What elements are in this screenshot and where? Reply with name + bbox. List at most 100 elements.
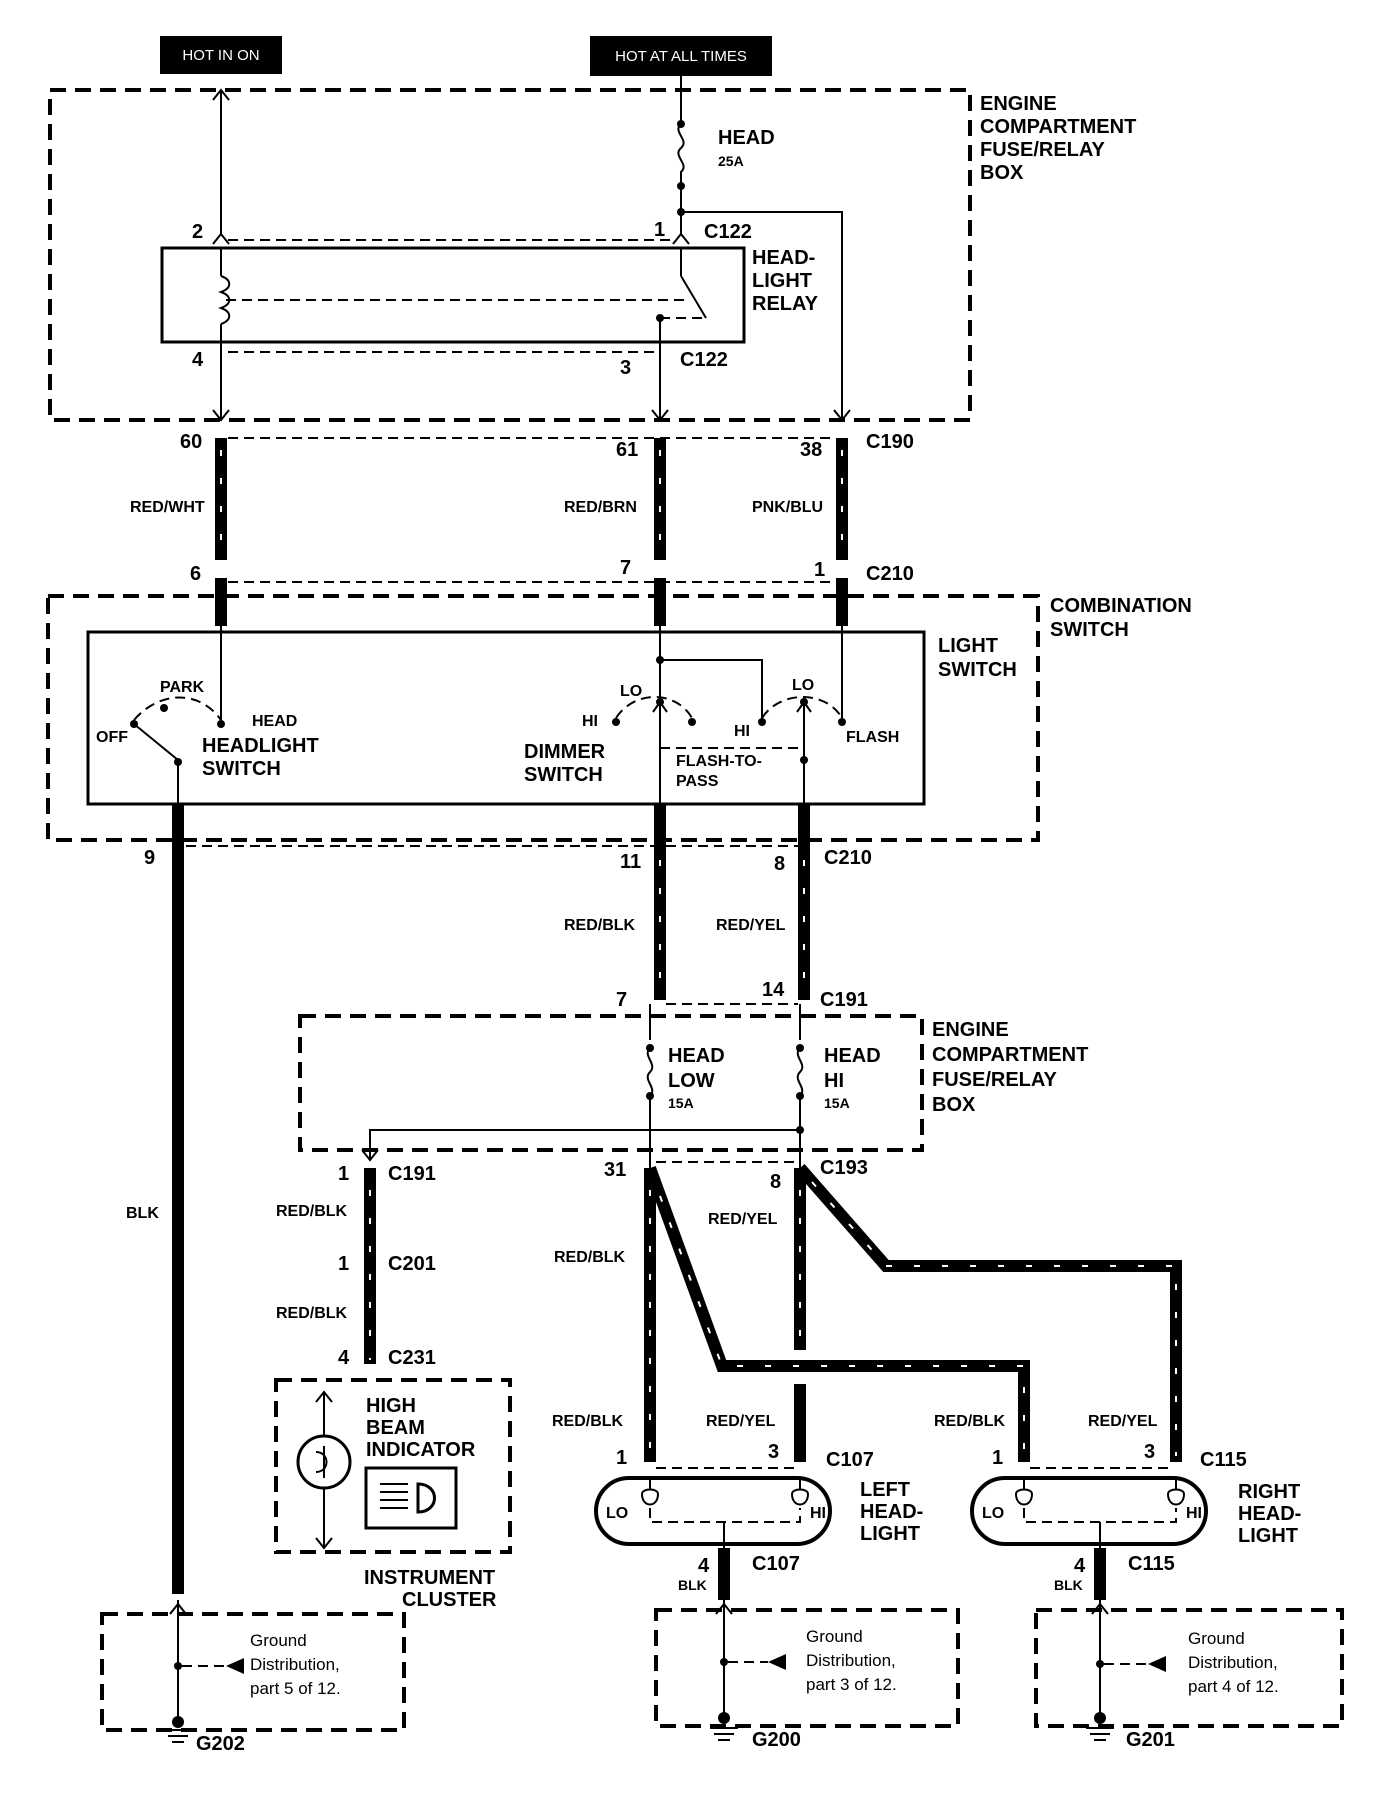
ground-point bbox=[718, 1712, 730, 1724]
left-headlight-title-1: LEFT bbox=[860, 1479, 910, 1501]
c191-top-label: C191 bbox=[820, 989, 868, 1011]
dimmer-hi-contact bbox=[612, 718, 620, 726]
head-contact bbox=[217, 720, 225, 728]
c190-pin-61: 61 bbox=[616, 439, 638, 461]
headlight-switch-title-1: HEADLIGHT bbox=[202, 735, 319, 757]
c190-pin-38: 38 bbox=[800, 439, 822, 461]
fuse-head-low-icon bbox=[646, 1047, 654, 1097]
pin-1-terminal-icon bbox=[672, 232, 690, 245]
flash-arc bbox=[761, 696, 843, 719]
ground-g200-text-1: Ground bbox=[806, 1627, 863, 1646]
c193-pin-8: 8 bbox=[770, 1171, 781, 1193]
dimmer-arc bbox=[615, 696, 693, 719]
wire-label-red-brn: RED/BRN bbox=[564, 499, 637, 516]
ground-g202-text-1: Ground bbox=[250, 1631, 307, 1650]
fuse-dot bbox=[796, 1044, 804, 1052]
fuse-dot bbox=[646, 1044, 654, 1052]
arrow-up-icon bbox=[212, 88, 230, 101]
hot-in-on-tag bbox=[160, 36, 282, 74]
pin-2-terminal-icon bbox=[212, 232, 230, 245]
ground-point bbox=[172, 1716, 184, 1728]
c210-pin-8: 8 bbox=[774, 853, 785, 875]
wire-label-r2: RED/BLK bbox=[554, 1249, 626, 1266]
switch-arc bbox=[133, 696, 222, 721]
combination-switch-title-2: SWITCH bbox=[1050, 619, 1129, 641]
fuse-box-top-title-4: BOX bbox=[980, 162, 1024, 184]
fuse-box-top-title-3: FUSE/RELAY bbox=[980, 139, 1106, 161]
relay-contact-icon bbox=[680, 275, 707, 319]
indicator-title-2: BEAM bbox=[366, 1417, 425, 1439]
fuse-head-25a-icon bbox=[677, 123, 685, 186]
wire-label-red-wht: RED/WHT bbox=[130, 499, 205, 516]
position-lo-1: LO bbox=[620, 683, 642, 700]
relay-connector-top: C122 bbox=[704, 221, 752, 243]
fuse-head-low-2: LOW bbox=[668, 1070, 715, 1092]
fuse-head-hi-2: HI bbox=[824, 1070, 844, 1092]
hot-at-all-times-tag bbox=[590, 36, 772, 76]
right-hi-label: HI bbox=[1186, 1505, 1202, 1522]
flash-contact bbox=[838, 718, 846, 726]
high-beam-lamp bbox=[416, 1482, 436, 1514]
fuse-box-top-title-2: COMPARTMENT bbox=[980, 116, 1136, 138]
hot-at-all-times-label: HOT AT ALL TIMES bbox=[615, 48, 747, 65]
arrow-down-icon bbox=[212, 409, 230, 422]
reference-arrow-icon bbox=[226, 1658, 244, 1674]
left-hi-filament bbox=[791, 1478, 810, 1506]
flash-feed-wire bbox=[681, 211, 843, 420]
wire-label-ind-1: RED/BLK bbox=[276, 1203, 348, 1220]
ground-icon bbox=[710, 1727, 738, 1741]
wire-label-red-yel: RED/YEL bbox=[716, 917, 786, 934]
left-headlight-title-2: HEAD- bbox=[860, 1501, 923, 1523]
c210-pin-9: 9 bbox=[144, 847, 155, 869]
relay-label-2: LIGHT bbox=[752, 270, 812, 292]
position-hi-2: HI bbox=[734, 723, 750, 740]
relay-label-1: HEAD- bbox=[752, 247, 815, 269]
fuse-head-hi-rating: 15A bbox=[824, 1095, 850, 1111]
relay-label-3: RELAY bbox=[752, 293, 819, 315]
left-headlight-icon bbox=[594, 1476, 832, 1546]
arrow-up-icon bbox=[315, 1390, 333, 1403]
park-contact bbox=[160, 704, 168, 712]
dimmer-switch-icon bbox=[652, 700, 668, 713]
combination-switch-box bbox=[46, 594, 1040, 842]
c191-label: C191 bbox=[388, 1163, 436, 1185]
fuse-head-rating: 25A bbox=[718, 153, 744, 169]
c190-pin-60: 60 bbox=[180, 431, 202, 453]
ground-splice bbox=[720, 1658, 728, 1666]
wire-label-blk: BLK bbox=[126, 1205, 159, 1222]
wire-label-ind-2: RED/BLK bbox=[276, 1305, 348, 1322]
position-lo-2: LO bbox=[792, 677, 814, 694]
ground-icon bbox=[1086, 1727, 1114, 1741]
ground-box-g200 bbox=[654, 1608, 960, 1728]
indicator-title-3: INDICATOR bbox=[366, 1439, 476, 1461]
arrow-down-icon bbox=[361, 1149, 379, 1162]
ground-g200-text-3: part 3 of 12. bbox=[806, 1675, 897, 1694]
flash-hi-contact bbox=[758, 718, 766, 726]
fuse-box-bottom-title-1: ENGINE bbox=[932, 1019, 1009, 1041]
right-pin-1: 1 bbox=[992, 1447, 1003, 1469]
ground-splice bbox=[1096, 1660, 1104, 1668]
hot-in-on-label: HOT IN ON bbox=[182, 47, 259, 64]
dimmer-switch-title-2: SWITCH bbox=[524, 764, 603, 786]
ground-g200-name: G200 bbox=[752, 1729, 801, 1751]
left-hi-label: HI bbox=[810, 1505, 826, 1522]
c231-label: C231 bbox=[388, 1347, 436, 1369]
left-ground-pin: 4 bbox=[698, 1555, 710, 1577]
flash-to-pass-2: PASS bbox=[676, 773, 719, 790]
position-off: OFF bbox=[96, 729, 128, 746]
right-headlight-title-3: LIGHT bbox=[1238, 1525, 1298, 1547]
right-hi-filament bbox=[1167, 1478, 1186, 1506]
c210-pin-11: 11 bbox=[620, 851, 641, 873]
c193-label: C193 bbox=[820, 1157, 868, 1179]
fuse-head-low-rating: 15A bbox=[668, 1095, 694, 1111]
c190-label: C190 bbox=[866, 431, 914, 453]
c193-pin-31: 31 bbox=[604, 1159, 626, 1181]
right-ground-pin: 4 bbox=[1074, 1555, 1086, 1577]
headlight-switch-blade-icon bbox=[133, 723, 179, 761]
position-hi-1: HI bbox=[582, 713, 598, 730]
right-lo-filament bbox=[1015, 1478, 1034, 1506]
left-headlight-title-3: LIGHT bbox=[860, 1523, 920, 1545]
dimmer-switch-title-1: DIMMER bbox=[524, 741, 606, 763]
c210-pin-7: 7 bbox=[620, 557, 631, 579]
